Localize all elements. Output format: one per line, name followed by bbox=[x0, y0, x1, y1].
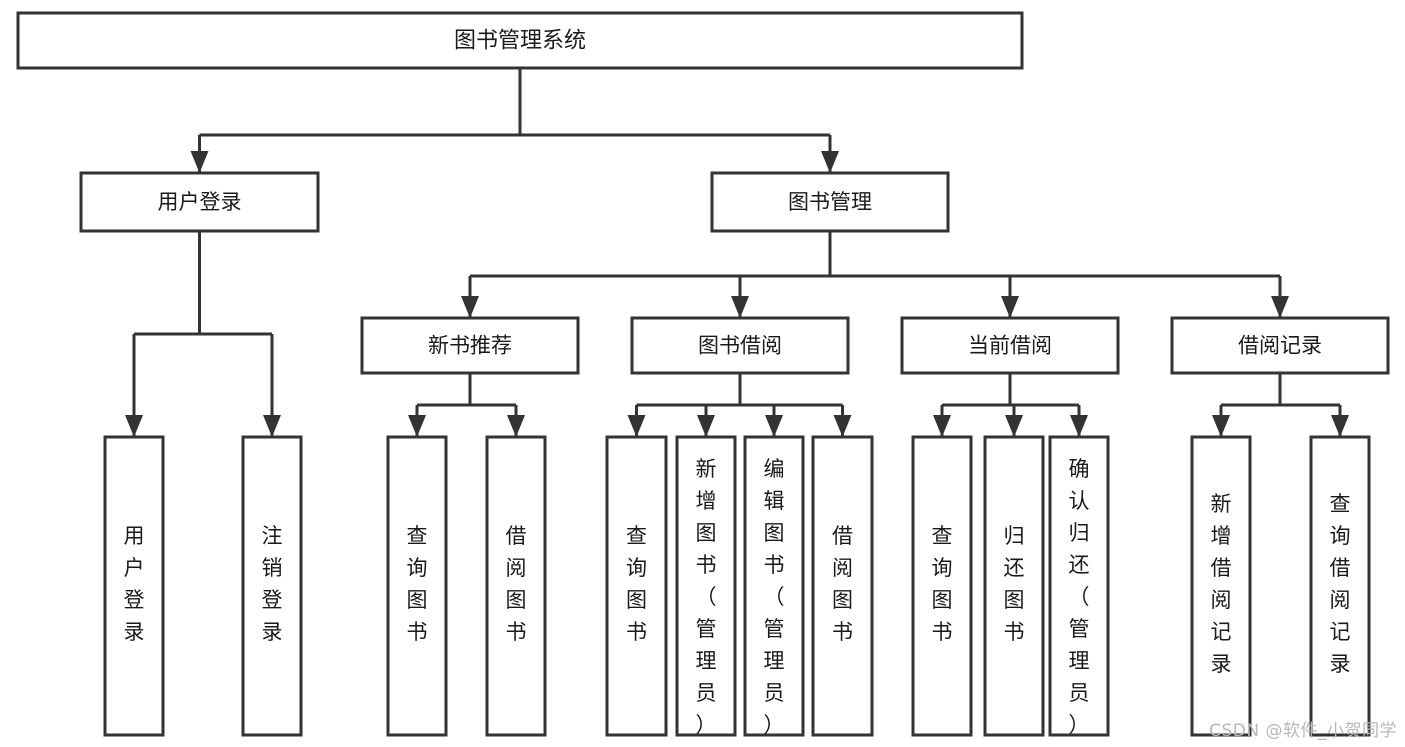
leaf-leaf-add-borrow-record[interactable]: 新增借阅记录 bbox=[1190, 435, 1252, 737]
leaf-label-leaf-return-book: 归还图书 bbox=[1004, 524, 1025, 644]
node-label-current-borrow: 当前借阅 bbox=[968, 334, 1052, 358]
leaf-leaf-user-logout[interactable]: 注销登录 bbox=[241, 435, 303, 737]
leaf-box-leaf-query-book-borrow bbox=[605, 435, 668, 737]
node-label-book-manage: 图书管理 bbox=[788, 190, 872, 214]
leaf-label-leaf-user-logout: 注销登录 bbox=[262, 524, 283, 644]
arrowhead-icon-leaf-return-book bbox=[1005, 415, 1023, 437]
node-box-book-borrow bbox=[630, 316, 850, 375]
node-label-root: 图书管理系统 bbox=[454, 29, 586, 54]
arrowhead-icon-leaf-user-login bbox=[125, 415, 143, 437]
leaf-leaf-confirm-return[interactable]: 确认归还（管理员） bbox=[1048, 435, 1110, 737]
leaf-label-leaf-user-login: 用户登录 bbox=[124, 524, 145, 644]
arrowhead-icon-leaf-user-logout bbox=[263, 415, 281, 437]
arrowhead-icon-leaf-add-book-admin bbox=[697, 415, 715, 437]
leaf-box-leaf-confirm-return bbox=[1048, 435, 1110, 737]
node-new-book-recommend[interactable]: 新书推荐 bbox=[360, 316, 580, 375]
leaf-leaf-query-book-borrow[interactable]: 查询图书 bbox=[605, 435, 668, 737]
leaf-label-leaf-query-book-current: 查询图书 bbox=[932, 524, 953, 644]
leaf-label-leaf-add-book-admin: 新增图书（管理员） bbox=[696, 457, 717, 737]
leaf-label-leaf-borrow-book: 借阅图书 bbox=[832, 524, 853, 644]
node-box-borrow-record bbox=[1170, 316, 1390, 375]
arrowhead-icon-book-borrow bbox=[731, 296, 749, 318]
leaf-leaf-borrow-book-rec[interactable]: 借阅图书 bbox=[485, 435, 547, 737]
leaf-layer: 用户登录 注销登录 查询图书 借阅图书 查询图书 新增图书（管理员） 编辑图书（管理员） 借阅… bbox=[103, 435, 1371, 737]
leaf-label-leaf-borrow-book-rec: 借阅图书 bbox=[506, 524, 527, 644]
node-root[interactable]: 图书管理系统 bbox=[16, 11, 1024, 70]
leaf-box-leaf-query-book-rec bbox=[386, 435, 448, 737]
leaf-label-leaf-query-borrow-record: 查询借阅记录 bbox=[1330, 492, 1351, 676]
leaf-box-leaf-edit-book-admin bbox=[743, 435, 805, 737]
arrowhead-icon-leaf-query-book-rec bbox=[408, 415, 426, 437]
leaf-box-leaf-return-book bbox=[983, 435, 1045, 737]
node-box-book-manage bbox=[710, 171, 950, 233]
arrowhead-icon-leaf-borrow-book-rec bbox=[507, 415, 525, 437]
leaf-box-leaf-query-book-current bbox=[911, 435, 973, 737]
arrowhead-icon-leaf-add-borrow-record bbox=[1212, 415, 1230, 437]
arrowhead-icon-leaf-query-book-borrow bbox=[627, 415, 646, 437]
arrowhead-icon-leaf-query-borrow-record bbox=[1331, 415, 1349, 437]
arrowhead-icon-user-login bbox=[190, 151, 209, 173]
leaf-box-leaf-borrow-book-rec bbox=[485, 435, 547, 737]
arrowhead-icon-current-borrow bbox=[1001, 296, 1019, 318]
node-box-root bbox=[16, 11, 1024, 70]
leaf-leaf-return-book[interactable]: 归还图书 bbox=[983, 435, 1045, 737]
node-box-current-borrow bbox=[900, 316, 1120, 375]
leaf-box-leaf-user-logout bbox=[241, 435, 303, 737]
leaf-leaf-edit-book-admin[interactable]: 编辑图书（管理员） bbox=[743, 435, 805, 737]
leaf-leaf-add-book-admin[interactable]: 新增图书（管理员） bbox=[675, 435, 737, 737]
leaf-box-leaf-add-book-admin bbox=[675, 435, 737, 737]
node-label-book-borrow: 图书借阅 bbox=[698, 334, 782, 358]
arrowhead-icon-leaf-edit-book-admin bbox=[765, 415, 783, 437]
node-book-borrow[interactable]: 图书借阅 bbox=[630, 316, 850, 375]
node-borrow-record[interactable]: 借阅记录 bbox=[1170, 316, 1390, 375]
node-label-user-login: 用户登录 bbox=[158, 190, 242, 214]
node-current-borrow[interactable]: 当前借阅 bbox=[900, 316, 1120, 375]
leaf-box-leaf-query-borrow-record bbox=[1309, 435, 1371, 737]
arrowhead-icon-book-manage bbox=[821, 151, 839, 173]
leaf-label-leaf-confirm-return: 确认归还（管理员） bbox=[1069, 457, 1090, 737]
leaf-box-leaf-user-login bbox=[103, 435, 165, 737]
connector-layer bbox=[125, 68, 1349, 437]
node-box-new-book-recommend bbox=[360, 316, 580, 375]
watermark-text: CSDN @软件_小贺同学 bbox=[1209, 721, 1397, 741]
leaf-leaf-query-borrow-record[interactable]: 查询借阅记录 bbox=[1309, 435, 1371, 737]
leaf-box-leaf-add-borrow-record bbox=[1190, 435, 1252, 737]
arrowhead-icon-borrow-record bbox=[1271, 296, 1289, 318]
leaf-leaf-user-login[interactable]: 用户登录 bbox=[103, 435, 165, 737]
leaf-label-leaf-query-book-rec: 查询图书 bbox=[407, 524, 428, 644]
leaf-leaf-query-book-current[interactable]: 查询图书 bbox=[911, 435, 973, 737]
arrowhead-icon-leaf-borrow-book bbox=[833, 415, 852, 437]
arrowhead-icon-new-book-recommend bbox=[461, 296, 479, 318]
arrowhead-icon-leaf-confirm-return bbox=[1070, 415, 1088, 437]
node-box-user-login bbox=[79, 171, 320, 233]
leaf-box-leaf-borrow-book bbox=[811, 435, 874, 737]
leaf-label-leaf-edit-book-admin: 编辑图书（管理员） bbox=[764, 457, 785, 737]
node-user-login[interactable]: 用户登录 bbox=[79, 171, 320, 233]
arrowhead-icon-leaf-query-book-current bbox=[933, 415, 951, 437]
leaf-leaf-query-book-rec[interactable]: 查询图书 bbox=[386, 435, 448, 737]
leaf-label-leaf-add-borrow-record: 新增借阅记录 bbox=[1211, 492, 1232, 676]
node-label-new-book-recommend: 新书推荐 bbox=[428, 334, 512, 358]
node-label-borrow-record: 借阅记录 bbox=[1238, 334, 1322, 358]
node-book-manage[interactable]: 图书管理 bbox=[710, 171, 950, 233]
leaf-label-leaf-query-book-borrow: 查询图书 bbox=[626, 524, 647, 644]
leaf-leaf-borrow-book[interactable]: 借阅图书 bbox=[811, 435, 874, 737]
